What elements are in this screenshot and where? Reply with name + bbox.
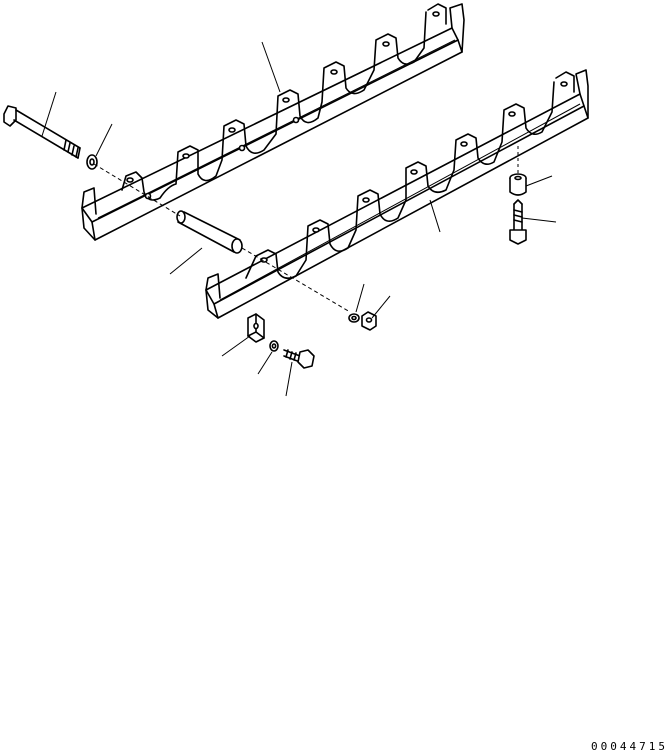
short-bolt-vertical	[509, 199, 527, 245]
upper-guard-rail	[81, 3, 465, 241]
nut	[361, 311, 377, 331]
bushing	[509, 173, 527, 196]
drawing-number: 00044715	[591, 740, 668, 753]
small-washer	[269, 340, 279, 352]
washer-center	[348, 313, 360, 323]
plate	[247, 313, 265, 343]
lower-guard-rail	[205, 69, 589, 319]
long-bolt	[3, 105, 81, 159]
washer-left	[86, 154, 98, 170]
hex-bolt	[283, 349, 315, 369]
spacer-pipe	[176, 210, 243, 254]
leader-lines	[41, 41, 557, 397]
lower-teeth	[245, 81, 568, 280]
upper-teeth	[121, 11, 440, 201]
